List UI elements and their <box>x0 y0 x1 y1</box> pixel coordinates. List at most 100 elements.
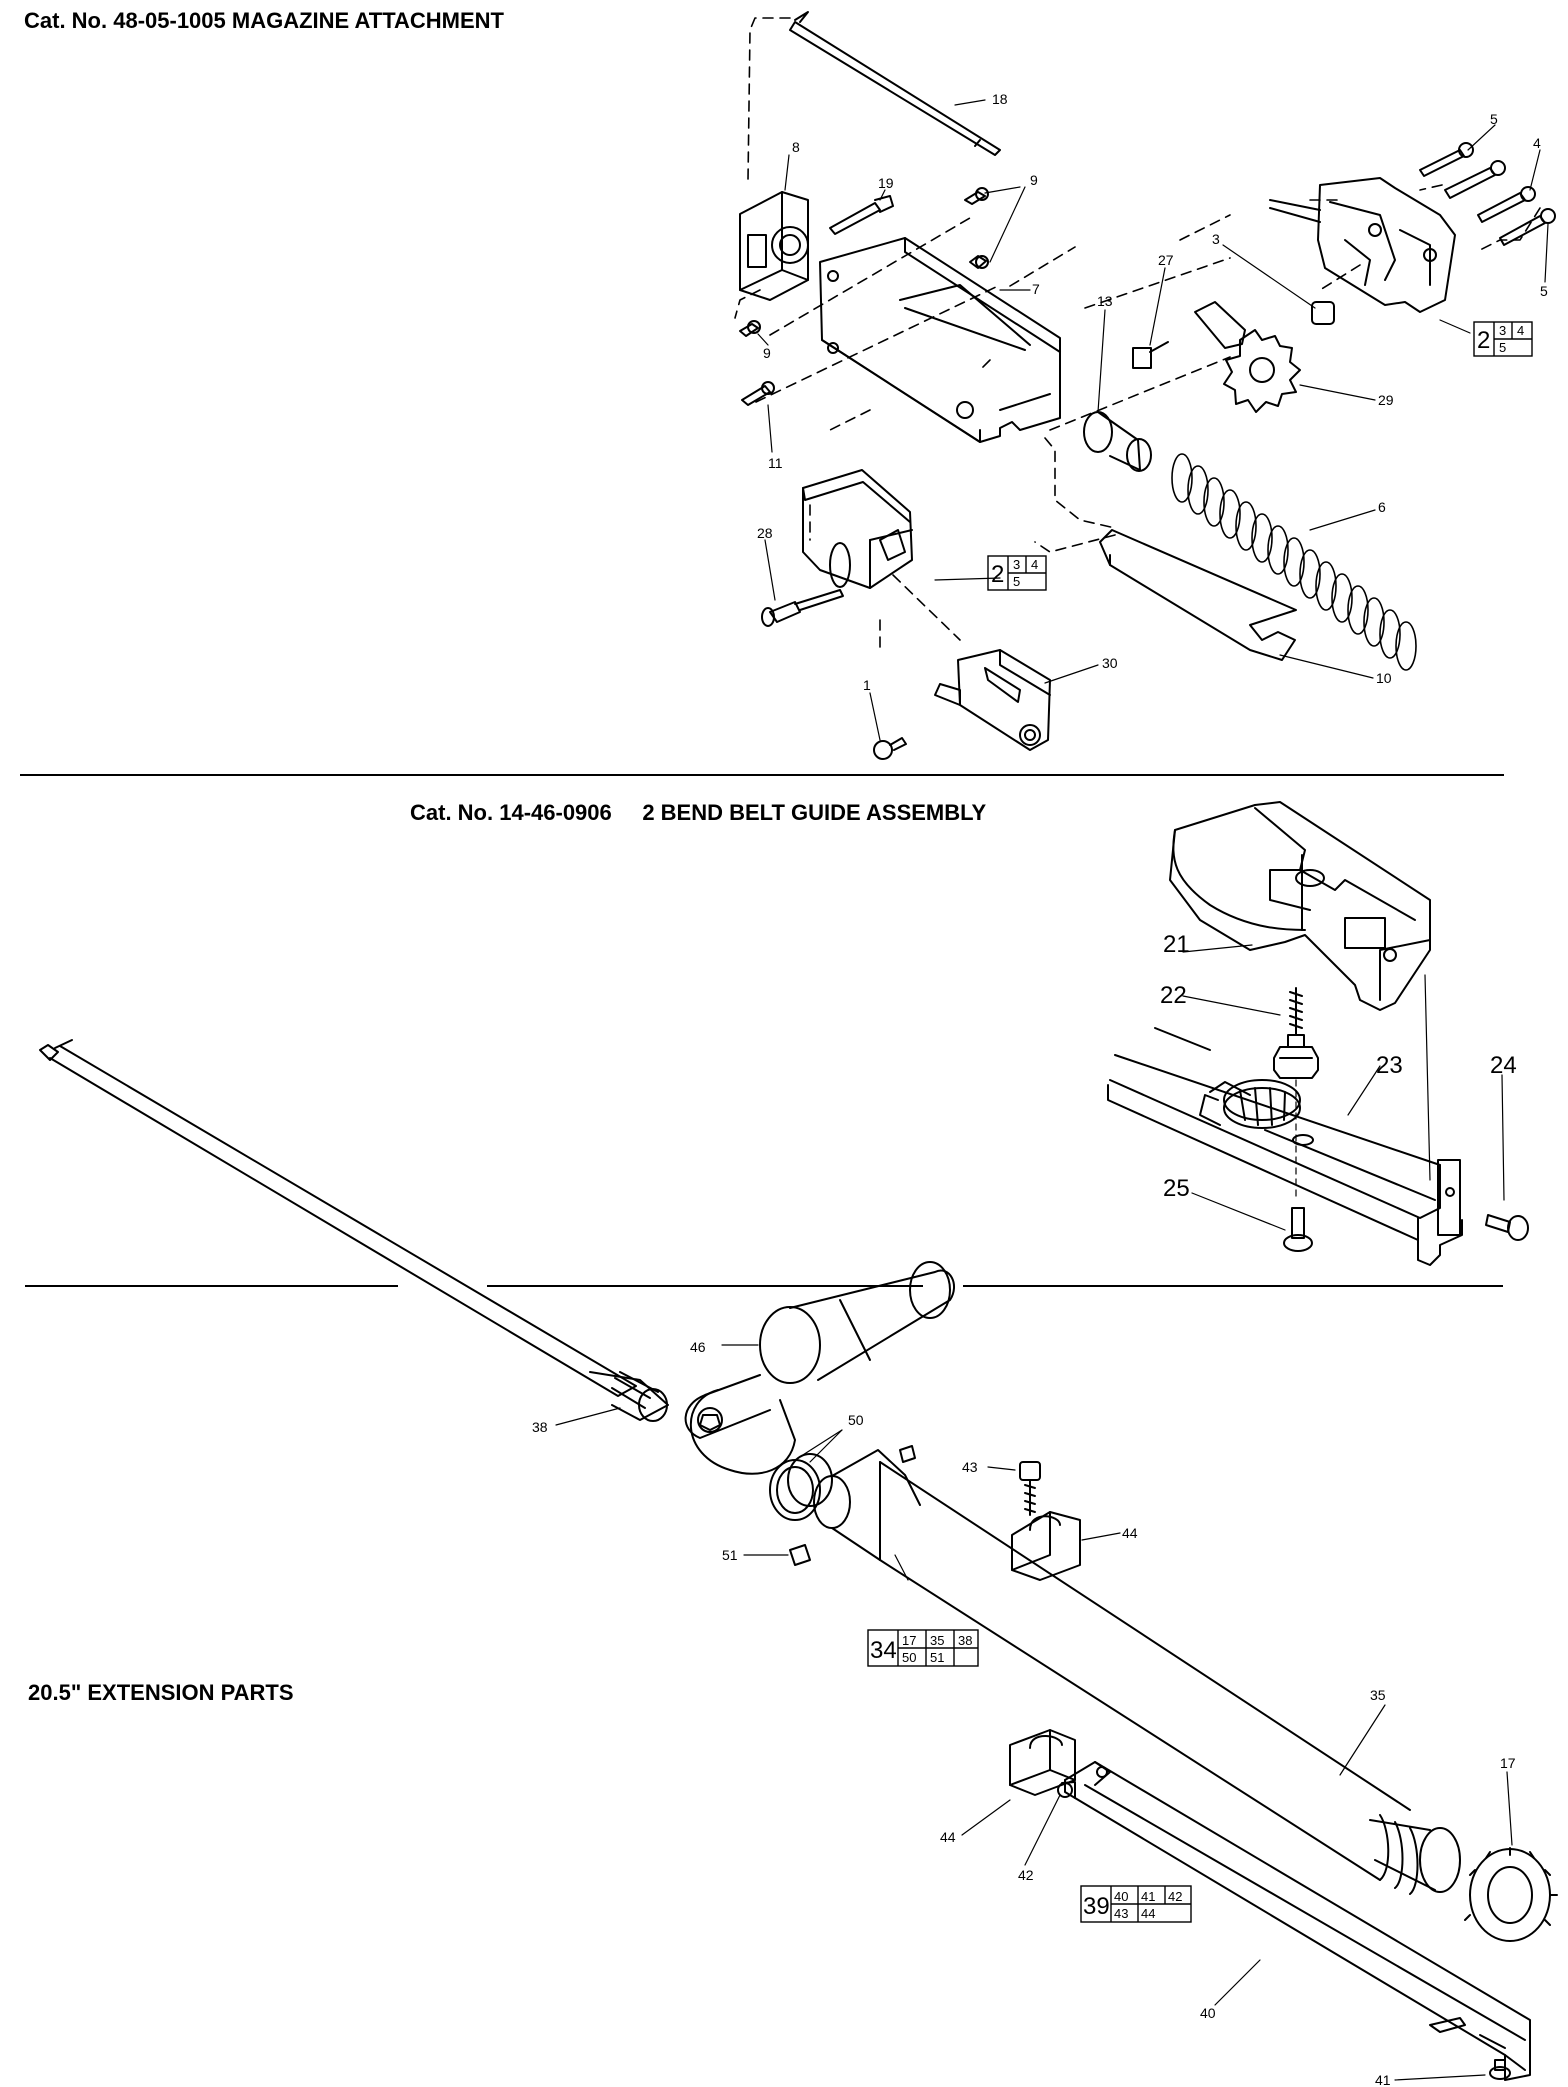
part-46-side-handle <box>684 1261 955 1475</box>
part-41-screw <box>1489 2059 1511 2080</box>
callout-40: 40 <box>1200 2005 1216 2021</box>
section-divider <box>25 1285 398 1287</box>
part-35-tube <box>813 1449 1461 1895</box>
kit-2-upper-sub: 5 <box>1499 340 1506 355</box>
kit-2-lower-sub: 4 <box>1031 557 1038 572</box>
callout-24: 24 <box>1490 1052 1517 1079</box>
part-24-screw <box>1485 1214 1529 1241</box>
callout-41: 41 <box>1375 2072 1391 2087</box>
callout-46: 46 <box>690 1339 706 1355</box>
part-30-sleeve <box>934 649 1051 751</box>
section-divider <box>963 1285 1503 1287</box>
callout-21: 21 <box>1163 931 1190 958</box>
callout-29: 29 <box>1378 392 1394 408</box>
part-9-screw-3 <box>739 320 761 337</box>
gearbox-housing <box>1269 177 1456 313</box>
kit-2-lower-main: 2 <box>991 561 1004 588</box>
part-43-cap-screw <box>1019 1461 1041 1516</box>
callout-42: 42 <box>1018 1867 1034 1883</box>
part-10-slide-plate <box>1099 529 1297 661</box>
callout-13: 13 <box>1097 293 1113 309</box>
kit-2-upper-sub: 4 <box>1517 323 1524 338</box>
thumb-wheel <box>1199 1079 1301 1129</box>
section-divider <box>20 774 1504 776</box>
kit-box-2-lower <box>987 555 1047 591</box>
callout-35: 35 <box>1370 1687 1386 1703</box>
part-4-screw <box>1477 186 1536 223</box>
callout-43: 43 <box>962 1459 978 1475</box>
callout-50: 50 <box>848 1412 864 1428</box>
part-17-lock-ring <box>1464 1847 1558 1942</box>
kit-box-39 <box>1080 1885 1192 1923</box>
part-8-bracket <box>739 191 809 301</box>
callout-17: 17 <box>1500 1755 1516 1771</box>
callout-22: 22 <box>1160 982 1187 1009</box>
callout-19: 19 <box>878 175 894 191</box>
callout-9: 9 <box>763 345 771 361</box>
part-25-screw <box>1283 1207 1313 1252</box>
part-22-thumb-screw <box>1273 987 1319 1079</box>
part-3-pin <box>1311 301 1335 325</box>
callout-28: 28 <box>757 525 773 541</box>
kit-2-lower-sub: 3 <box>1013 557 1020 572</box>
callout-4: 4 <box>1533 135 1541 151</box>
callout-5: 5 <box>1540 283 1548 299</box>
part-51-set-screw <box>789 1445 916 1566</box>
kit-2-upper-sub: 3 <box>1499 323 1506 338</box>
kit-34-sub: 51 <box>930 1650 944 1665</box>
kit-34-sub: 38 <box>958 1633 972 1648</box>
kit-34-sub: 50 <box>902 1650 916 1665</box>
part-9-screw-2 <box>969 255 989 269</box>
kit-39-sub: 44 <box>1141 1906 1155 1921</box>
callout-18: 18 <box>992 91 1008 107</box>
kit-box-2-upper <box>1473 321 1533 357</box>
callout-1: 1 <box>863 677 871 693</box>
callout-27: 27 <box>1158 252 1174 268</box>
callout-5: 5 <box>1490 111 1498 127</box>
callout-25: 25 <box>1163 1175 1190 1202</box>
callout-30: 30 <box>1102 655 1118 671</box>
feed-block <box>802 469 913 589</box>
part-5-screw-3 <box>1499 208 1556 246</box>
part-9-screw <box>964 187 989 205</box>
callout-38: 38 <box>532 1419 548 1435</box>
callout-44: 44 <box>1122 1525 1138 1541</box>
part-40-guide-bar <box>1064 1761 1531 2081</box>
kit-2-lower-sub: 5 <box>1013 574 1020 589</box>
part-6-spring <box>1171 453 1417 671</box>
kit-box-34 <box>867 1629 979 1667</box>
callout-9: 9 <box>1030 172 1038 188</box>
part-28-bolt <box>761 589 844 627</box>
kit-39-sub: 40 <box>1114 1889 1128 1904</box>
callout-8: 8 <box>792 139 800 155</box>
callout-51: 51 <box>722 1547 738 1563</box>
part-27-nut <box>1132 341 1169 369</box>
part-5-screw-2 <box>1444 160 1506 199</box>
part-1-screw <box>873 737 907 760</box>
belt-guide-title: Cat. No. 14-46-0906 2 BEND BELT GUIDE AS… <box>410 800 987 825</box>
part-18-drive-rod <box>789 11 1001 156</box>
part-11-screw <box>741 381 775 406</box>
part-23-guide-bar <box>1107 1027 1463 1266</box>
kit-34-sub: 17 <box>902 1633 916 1648</box>
part-5-screw <box>1419 142 1474 177</box>
callout-6: 6 <box>1378 499 1386 515</box>
part-38-shaft <box>39 1039 669 1422</box>
callout-7: 7 <box>1032 281 1040 297</box>
callout-44: 44 <box>940 1829 956 1845</box>
part-29-cam <box>1194 301 1301 413</box>
kit-39-sub: 43 <box>1114 1906 1128 1921</box>
kit-34-sub: 35 <box>930 1633 944 1648</box>
section-divider <box>487 1285 923 1287</box>
magazine-title: Cat. No. 48-05-1005 MAGAZINE ATTACHMENT <box>24 8 504 33</box>
part-50-rings <box>769 1453 833 1521</box>
extension-title: 20.5" EXTENSION PARTS <box>28 1680 294 1705</box>
kit-2-upper-main: 2 <box>1477 327 1490 354</box>
kit-39-sub: 42 <box>1168 1889 1182 1904</box>
kit-39-sub: 41 <box>1141 1889 1155 1904</box>
callout-3: 3 <box>1212 231 1220 247</box>
part-7-housing <box>819 237 1061 443</box>
part-21-guide-head <box>1169 801 1431 1011</box>
part-44-clamp-2 <box>1009 1729 1076 1796</box>
